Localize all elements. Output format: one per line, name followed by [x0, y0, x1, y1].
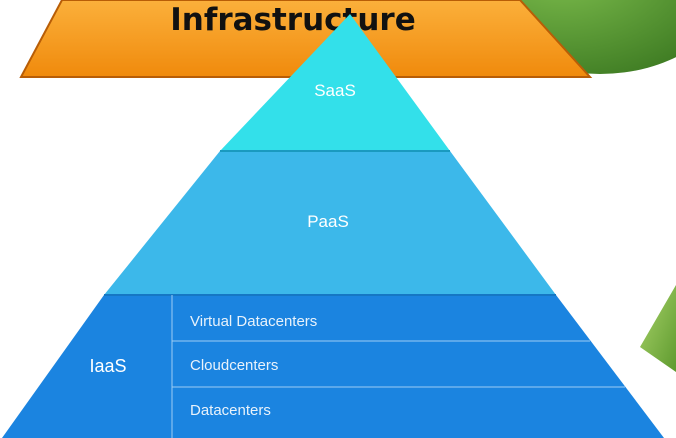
paas-tier — [104, 151, 556, 295]
layer-label-virtual-datacenters: Virtual Datacenters — [190, 313, 317, 330]
layer-label-datacenters: Datacenters — [190, 402, 271, 419]
iaas-label: IaaS — [89, 356, 126, 376]
saas-tier — [220, 14, 450, 151]
saas-label: SaaS — [314, 81, 356, 100]
layer-label-cloudcenters: Cloudcenters — [190, 357, 278, 374]
banner-title: Infrastructure — [170, 2, 416, 38]
green-arrow-icon — [640, 285, 676, 372]
paas-label: PaaS — [307, 212, 349, 231]
infrastructure-banner — [19, 0, 593, 78]
iaas-tier — [2, 295, 664, 438]
